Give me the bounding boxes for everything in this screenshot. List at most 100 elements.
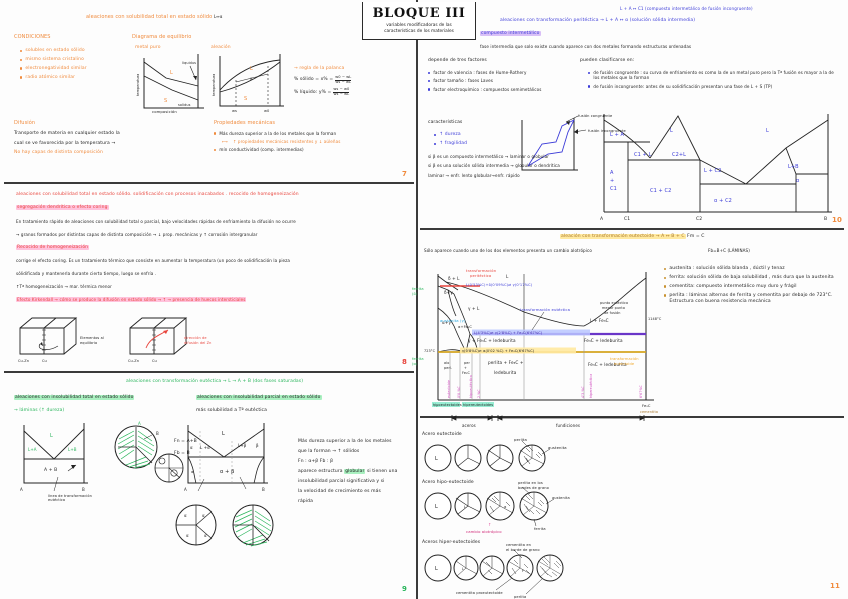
composition-ranges-axis: aceros fundiciones (451, 415, 645, 428)
list-item: ⟷↑ propiedades mecánicas resistentes y ↓… (222, 139, 341, 144)
panel-11: aleación con transformación eutectoide →… (412, 230, 846, 599)
svg-text:α: α (190, 445, 193, 450)
list-item: ↑ dureza (434, 132, 504, 138)
divider-left-1 (4, 182, 414, 184)
bullet-dot (588, 71, 591, 74)
panel9-left-sub: → láminas (↑ dureza) (14, 408, 65, 413)
panel10-section-title: compuesto intermetálico (480, 31, 541, 36)
panel9-right-text: Más dureza superior a la de los metales … (298, 439, 416, 509)
eutectic-diagram-partial: L L +α L+β α + β α β α A B (184, 423, 268, 492)
panel9-left-title: aleaciones con insolubilidad total en es… (14, 395, 135, 400)
svg-text:transformación: transformación (466, 268, 497, 273)
eq-fb: Fb = B (174, 451, 190, 456)
list-item: de fusión incongruente: antes de su soli… (588, 84, 838, 89)
list-item: mín conductividad (comp. intermedias) (214, 147, 414, 152)
panel9-right-title: aleaciones con insolubilidad parcial en … (196, 395, 322, 400)
list-item: Más dureza superior a la de los metales … (214, 131, 414, 136)
microstructure-globular-small (154, 453, 184, 483)
svg-text:C1: C1 (624, 216, 630, 222)
svg-text:L: L (435, 566, 438, 572)
svg-text:C1 + C2: C1 + C2 (650, 188, 671, 194)
bullet-dot (434, 142, 437, 145)
block-subtitle: variables modificadoras de las caracterí… (384, 23, 454, 34)
svg-text:ferrita: ferrita (412, 287, 424, 291)
difusion-block: Difusión Transporte de materia en cualqu… (14, 120, 204, 156)
panel8-l3: corrige el efecto coring. Es un tratamie… (16, 258, 291, 263)
svg-text:S: S (244, 96, 247, 102)
svg-text:bordes de grano: bordes de grano (518, 486, 549, 490)
svg-text:perl.: perl. (444, 366, 452, 370)
panel-9: aleaciones con transformación eutéctica … (4, 373, 412, 597)
svg-text:A: A (138, 421, 141, 426)
list-item: factor electroquímico : compuestos semim… (428, 87, 608, 92)
svg-text:L: L (435, 456, 438, 462)
svg-text:Cu-Zn: Cu-Zn (128, 359, 139, 363)
svg-text:L: L (766, 128, 769, 134)
svg-text:fusión congruente: fusión congruente (578, 114, 613, 118)
page-number-10: 10 (832, 216, 842, 224)
svg-text:perlita en los: perlita en los (518, 481, 543, 485)
bullet-dot (20, 49, 23, 52)
svg-text:C2: C2 (696, 216, 702, 222)
panel8-sub2: Recocido de homogeneización (16, 245, 90, 250)
svg-text:Fe₃C: Fe₃C (462, 371, 471, 375)
divider-vertical-main (416, 0, 418, 599)
panel11-leftnote: Sólo aparece cuando uno de los dos eleme… (424, 248, 592, 253)
mech-title: Propiedades mecánicas (214, 120, 276, 126)
svg-text:A + B: A + B (44, 467, 57, 473)
svg-text:B: B (262, 487, 265, 492)
svg-text:temperatura: temperatura (212, 74, 216, 96)
list-item: electronegatividad similar (20, 66, 130, 72)
double-arrow-icon: ⟷ (222, 139, 228, 144)
svg-text:L: L (670, 128, 673, 134)
svg-text:difusión del Zn: difusión del Zn (184, 341, 212, 345)
svg-text:w0: w0 (264, 109, 270, 113)
panel10-definition: fase intermedia que solo existe cuando a… (480, 44, 692, 49)
svg-text:F: F (522, 569, 524, 573)
svg-text:L: L (462, 567, 464, 571)
svg-text:1148°C: 1148°C (648, 317, 662, 321)
svg-text:α+Fe₃C: α+Fe₃C (458, 325, 472, 329)
panel-10: L + A ↔ C1 (compuesto intermetálico de f… (420, 2, 846, 226)
svg-text:transformación eutéctica: transformación eutéctica (520, 307, 570, 312)
svg-text:línea de transformación: línea de transformación (48, 494, 92, 498)
svg-text:liquidus: liquidus (182, 61, 196, 65)
micro-row1-title: Acero eutectoide (422, 432, 462, 437)
svg-text:menor punto: menor punto (602, 306, 625, 310)
fe-c-phase-diagram: δ + L δ+γ L γ + L L + Fe₃C γ + Fe₃C + le… (412, 268, 662, 414)
svg-text:Cu: Cu (152, 359, 157, 363)
list-item: radio atómico similar (20, 75, 130, 81)
factors-title: depende de tres factores (428, 58, 487, 63)
micro-row-hypereutectoid: L L F cementita en el borde de grano (424, 543, 564, 599)
svg-text:L: L (50, 433, 53, 439)
svg-text:el borde de grano: el borde de grano (506, 548, 540, 552)
svg-text:Elementos al: Elementos al (80, 336, 104, 340)
svg-text:Fe₃C: Fe₃C (642, 404, 651, 408)
svg-text:perlita: perlita (514, 437, 527, 442)
bullet-dot (434, 133, 437, 136)
diagram-aleacion: L S α temperatura ws w0 (212, 54, 284, 113)
svg-text:austenita: austenita (552, 496, 570, 500)
svg-text:cambio alotrópico: cambio alotrópico (466, 529, 502, 534)
svg-text:γ + Fe₃C + ledeburita: γ + Fe₃C + ledeburita (468, 338, 516, 343)
divider-left-2 (4, 371, 414, 373)
svg-text:L+B: L+B (68, 447, 77, 452)
micro-row-eutectoid: L perlita austenita (424, 437, 567, 472)
svg-text:fundiciones: fundiciones (556, 423, 580, 428)
svg-text:hipoeutectoides: hipoeutectoides (433, 403, 462, 407)
panel11-subnote: Fb=B+C (LÁMINAS) (708, 248, 750, 253)
diffusion-cube-diagram: Cu-Zn Cu Elementos al equilibrio Cu-Zn C… (18, 317, 212, 363)
svg-text:α+γ: α+γ (442, 320, 451, 325)
panel-8: aleaciones con solubilidad total en esta… (4, 184, 412, 369)
svg-text:ws: ws (232, 109, 237, 113)
svg-text:Fe₃C + ledeburita: Fe₃C + ledeburita (588, 362, 627, 367)
list-item: factor de valencia : fases de Hume-Rothe… (428, 70, 608, 75)
microstructure-globular-green (232, 504, 274, 547)
svg-text:+: + (610, 178, 614, 184)
svg-text:γ(0'8%C)⇌ α(0'02 %C) + Fe₃C(6': γ(0'8%C)⇌ α(0'02 %C) + Fe₃C(6'67%C) (462, 349, 535, 353)
cooling-curve: fusión congruente fusión incongruente (521, 114, 626, 171)
svg-text:fusión incongruente: fusión incongruente (588, 129, 626, 133)
svg-text:L +α: L +α (200, 445, 210, 450)
svg-text:per: per (464, 361, 470, 365)
